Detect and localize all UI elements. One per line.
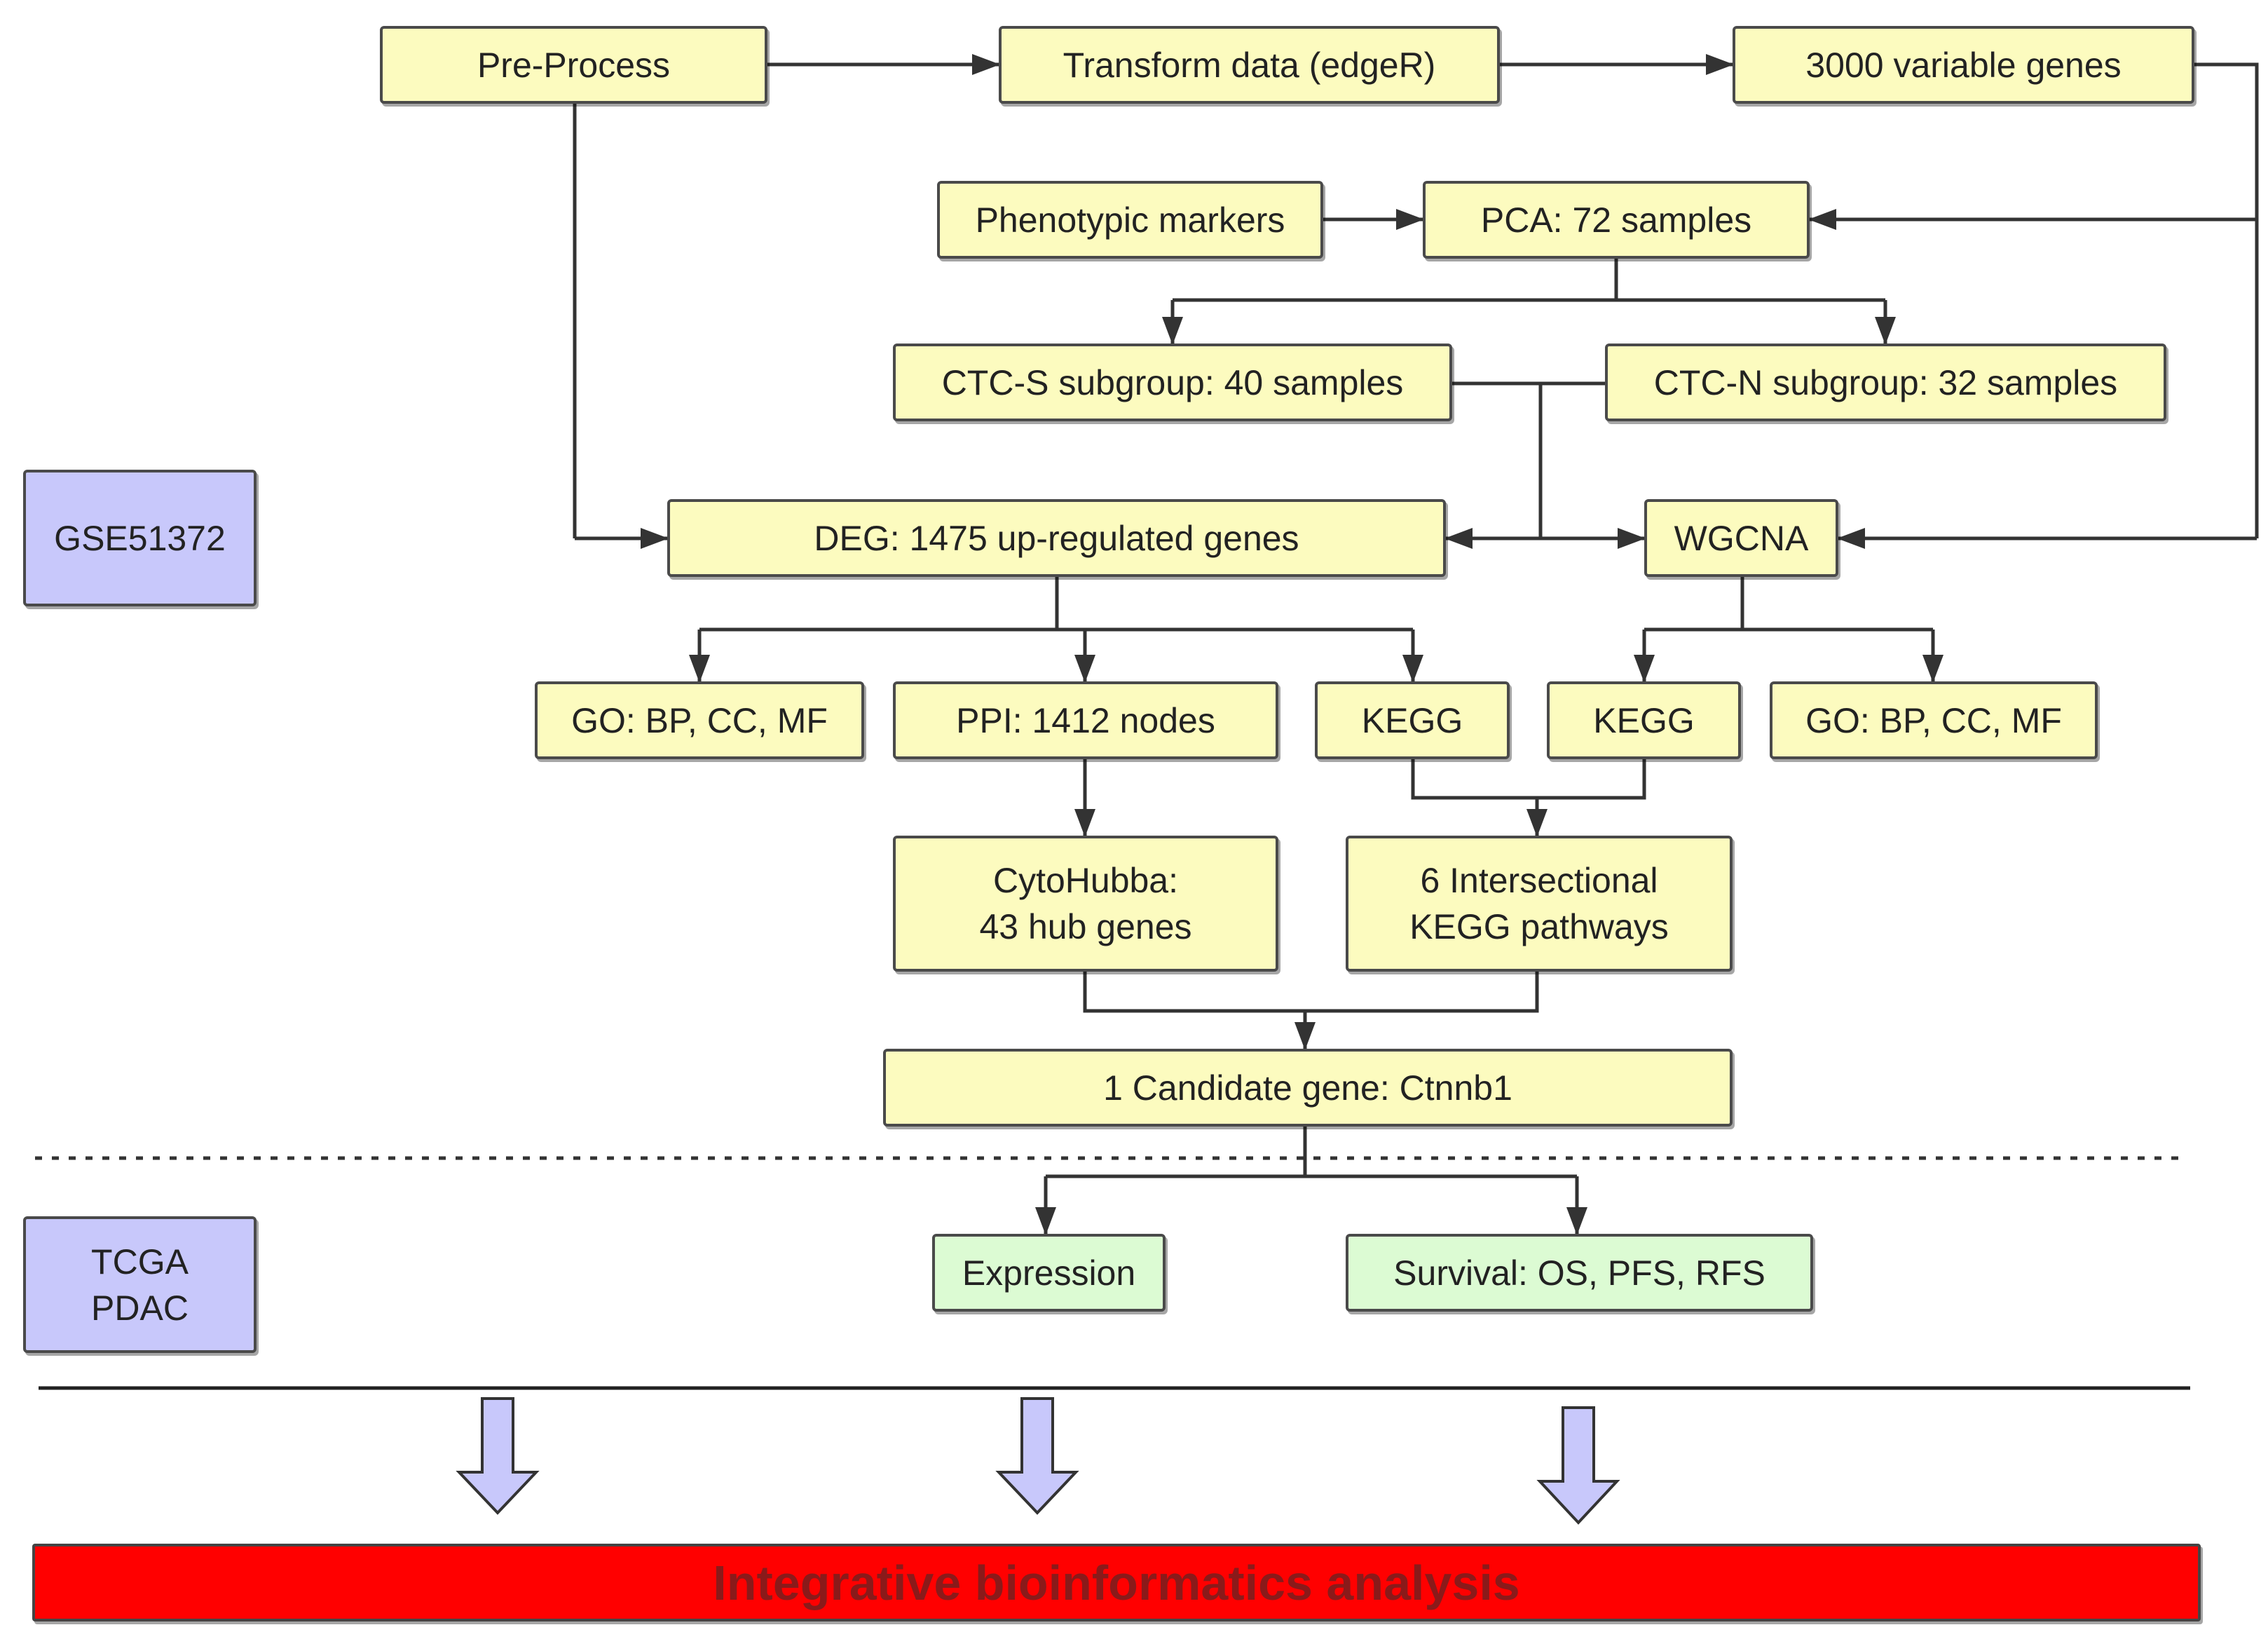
node-intersect-line-1: 6 Intersectional (1420, 861, 1658, 900)
node-cytohubba: CytoHubba: 43 hub genes (893, 836, 1278, 972)
node-deg-label: DEG: 1475 up-regulated genes (814, 518, 1299, 558)
analysis-banner-label: Integrative bioinformatics analysis (713, 1555, 1520, 1610)
node-transform-label: Transform data (edgeR) (1063, 45, 1436, 85)
node-expression-label: Expression (962, 1253, 1136, 1293)
dataset-tcga-line-2: PDAC (91, 1288, 189, 1328)
line-pca-split (1173, 258, 1618, 302)
node-candidate-label: 1 Candidate gene: Ctnnb1 (1103, 1068, 1512, 1108)
node-preprocess: Pre-Process (380, 26, 767, 104)
line-deg-split (699, 577, 1059, 632)
node-kegg-right: KEGG (1547, 681, 1741, 759)
node-ppi-label: PPI: 1412 nodes (956, 700, 1215, 740)
line-variable-loop (2194, 62, 2259, 538)
node-expression: Expression (932, 1234, 1166, 1312)
node-phenotypic-label: Phenotypic markers (975, 200, 1285, 240)
node-kegg-right-label: KEGG (1593, 700, 1695, 740)
node-intersect-kegg: 6 Intersectional KEGG pathways (1346, 836, 1733, 972)
node-ctc-n-label: CTC-N subgroup: 32 samples (1653, 362, 2118, 402)
down-arrow-right (1536, 1406, 1620, 1525)
node-variable-genes: 3000 variable genes (1733, 26, 2194, 104)
node-ctc-s-label: CTC-S subgroup: 40 samples (941, 362, 1404, 402)
down-arrow-middle (995, 1397, 1079, 1515)
node-variable-genes-label: 3000 variable genes (1805, 45, 2122, 85)
line-candidate-split (1046, 1126, 1307, 1178)
node-go-left-label: GO: BP, CC, MF (571, 700, 828, 740)
down-arrow-left (456, 1397, 540, 1515)
node-cytohubba-line-2: 43 hub genes (979, 907, 1192, 946)
line-hub-merge (1083, 972, 1539, 1013)
node-transform: Transform data (edgeR) (999, 26, 1500, 104)
node-survival-label: Survival: OS, PFS, RFS (1393, 1253, 1765, 1293)
line-kegg-merge (1411, 759, 1646, 800)
node-go-right: GO: BP, CC, MF (1770, 681, 2098, 759)
node-phenotypic-markers: Phenotypic markers (937, 181, 1323, 259)
node-wgcna-label: WGCNA (1674, 518, 1809, 558)
dataset-gse51372: GSE51372 (23, 470, 257, 606)
node-survival: Survival: OS, PFS, RFS (1346, 1234, 1813, 1312)
line-wgcna-split (1644, 577, 1744, 632)
node-deg: DEG: 1475 up-regulated genes (667, 499, 1446, 577)
node-kegg-left-label: KEGG (1361, 700, 1463, 740)
dataset-gse51372-label: GSE51372 (54, 518, 226, 558)
node-go-left: GO: BP, CC, MF (535, 681, 864, 759)
node-go-right-label: GO: BP, CC, MF (1805, 700, 2062, 740)
node-pca: PCA: 72 samples (1423, 181, 1810, 259)
analysis-banner: Integrative bioinformatics analysis (32, 1544, 2201, 1621)
dataset-tcga-line-1: TCGA (91, 1242, 189, 1281)
node-ctc-n: CTC-N subgroup: 32 samples (1605, 344, 2166, 421)
node-pca-label: PCA: 72 samples (1480, 200, 1752, 240)
node-wgcna: WGCNA (1644, 499, 1838, 577)
node-candidate-gene: 1 Candidate gene: Ctnnb1 (883, 1049, 1733, 1127)
node-intersect-line-2: KEGG pathways (1409, 907, 1669, 946)
dataset-tcga-pdac: TCGA PDAC (23, 1216, 257, 1353)
node-cytohubba-line-1: CytoHubba: (992, 861, 1179, 900)
node-ppi: PPI: 1412 nodes (893, 681, 1278, 759)
node-preprocess-label: Pre-Process (477, 45, 671, 85)
node-ctc-s: CTC-S subgroup: 40 samples (893, 344, 1452, 421)
node-kegg-left: KEGG (1315, 681, 1510, 759)
